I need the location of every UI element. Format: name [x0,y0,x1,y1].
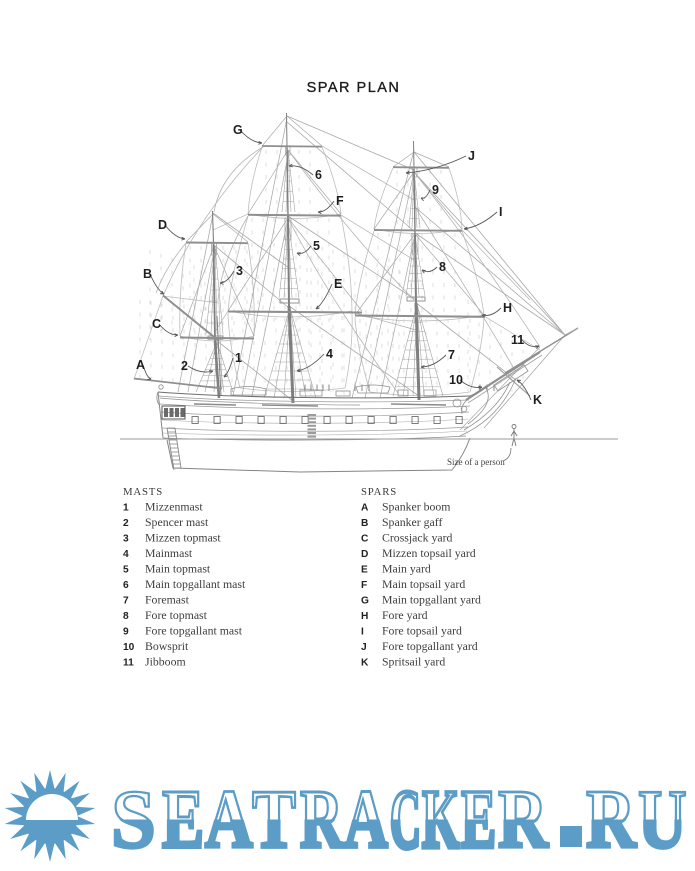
svg-text:H: H [503,301,512,315]
svg-text:R: R [586,772,637,866]
svg-text:2: 2 [123,518,129,529]
svg-text:A: A [205,774,253,866]
svg-text:K: K [533,393,542,407]
svg-text:Spritsail yard: Spritsail yard [382,655,445,669]
svg-text:Mizzenmast: Mizzenmast [145,500,203,514]
svg-text:S: S [111,772,156,865]
svg-text:G: G [361,596,369,607]
svg-text:Size of a person: Size of a person [447,457,505,467]
svg-text:9: 9 [123,627,129,638]
svg-text:Main yard: Main yard [382,562,431,576]
svg-text:Main topgallant yard: Main topgallant yard [382,593,481,607]
svg-text:6: 6 [123,580,129,591]
svg-text:A: A [205,774,253,866]
svg-text:Fore yard: Fore yard [382,608,428,622]
svg-text:Fore topsail yard: Fore topsail yard [382,624,462,638]
svg-text:D: D [158,218,167,232]
svg-text:3: 3 [123,534,129,545]
svg-text:Spencer mast: Spencer mast [145,515,209,529]
svg-text:3: 3 [236,264,243,278]
svg-text:R: R [300,772,344,865]
svg-text:7: 7 [448,348,455,362]
svg-text:I: I [361,627,364,638]
svg-text:Fore topgallant mast: Fore topgallant mast [145,624,243,638]
svg-text:H: H [361,611,368,622]
svg-text:Mainmast: Mainmast [145,546,193,560]
svg-text:E: E [361,565,368,576]
svg-text:F: F [361,580,367,591]
svg-text:Main topsail yard: Main topsail yard [382,577,465,591]
svg-text:J: J [468,149,475,163]
svg-text:10: 10 [449,373,463,387]
svg-text:G: G [233,123,243,137]
svg-text:A: A [136,358,145,372]
svg-text:C: C [390,774,421,866]
svg-text:11: 11 [511,333,524,347]
svg-text:R: R [498,772,549,866]
svg-text:2: 2 [181,359,188,373]
svg-text:7: 7 [123,596,129,607]
svg-text:Spanker boom: Spanker boom [382,500,450,514]
svg-text:T: T [252,774,296,866]
svg-text:S: S [111,772,156,865]
svg-text:K: K [422,772,459,865]
svg-text:Fore topgallant yard: Fore topgallant yard [382,639,478,653]
svg-text:A: A [361,503,369,514]
svg-text:8: 8 [439,260,446,274]
svg-text:8: 8 [123,611,129,622]
svg-text:Fore topmast: Fore topmast [145,608,208,622]
svg-text:E: E [461,774,496,866]
svg-text:E: E [162,773,204,866]
svg-text:1: 1 [123,503,129,514]
svg-text:Main topgallant mast: Main topgallant mast [145,577,246,591]
svg-text:J: J [361,642,367,653]
svg-text:Bowsprit: Bowsprit [145,639,189,653]
svg-text:Mizzen topsail yard: Mizzen topsail yard [382,546,476,560]
svg-text:K: K [361,658,369,669]
svg-text:C: C [390,774,421,866]
svg-text:A: A [344,772,388,865]
svg-text:K: K [422,772,459,865]
svg-text:5: 5 [313,239,320,253]
svg-text:9: 9 [432,183,439,197]
svg-text:A: A [344,772,388,865]
svg-text:Mizzen topmast: Mizzen topmast [145,531,221,545]
svg-text:B: B [361,518,368,529]
svg-text:D: D [361,549,368,560]
svg-text:E: E [162,773,204,866]
svg-text:10: 10 [123,642,135,653]
svg-text:T: T [252,774,296,866]
svg-text:F: F [336,194,344,208]
svg-text:E: E [461,774,496,866]
svg-text:Spanker gaff: Spanker gaff [382,515,442,529]
svg-text:Jibboom: Jibboom [145,655,186,669]
svg-text:C: C [152,317,161,331]
svg-text:R: R [300,772,344,865]
svg-text:Crossjack yard: Crossjack yard [382,531,453,545]
svg-text:C: C [361,534,369,545]
svg-text:U: U [638,773,687,866]
svg-text:R: R [586,772,637,866]
svg-text:B: B [143,267,152,281]
svg-text:MASTS: MASTS [123,486,163,498]
svg-text:I: I [499,205,502,219]
svg-text:R: R [498,772,549,866]
svg-text:E: E [334,277,342,291]
svg-text:U: U [638,773,687,866]
svg-text:Main topmast: Main topmast [145,562,211,576]
svg-text:11: 11 [123,658,134,669]
svg-text:Foremast: Foremast [145,593,190,607]
svg-text:SPARS: SPARS [361,486,397,498]
svg-text:6: 6 [315,168,322,182]
svg-text:4: 4 [326,347,333,361]
svg-text:1: 1 [235,351,242,365]
svg-text:4: 4 [123,549,129,560]
svg-text:SPAR PLAN: SPAR PLAN [307,80,401,96]
svg-text:5: 5 [123,565,129,576]
